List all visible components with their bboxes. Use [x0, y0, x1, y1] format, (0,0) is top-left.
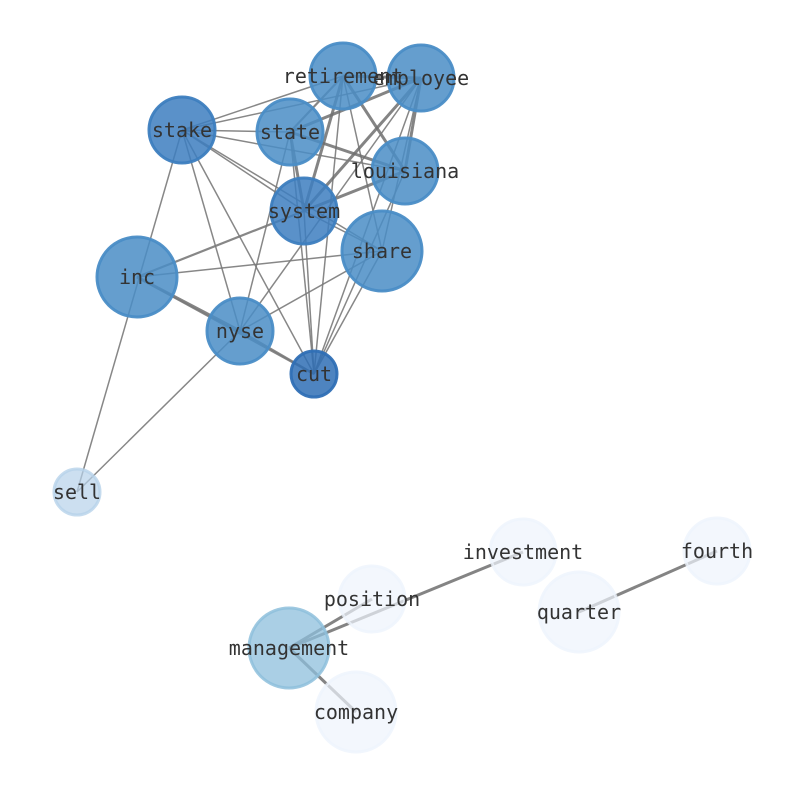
node-label-inc: inc — [119, 265, 155, 289]
node-nyse — [205, 296, 275, 366]
node-label-management: management — [229, 636, 349, 660]
node-label-system: system — [268, 199, 340, 223]
node-company — [314, 670, 398, 754]
node-label-fourth: fourth — [681, 539, 753, 563]
node-label-position: position — [324, 587, 420, 611]
node-investment — [488, 517, 558, 587]
node-fourth — [682, 516, 752, 586]
node-label-state: state — [260, 120, 320, 144]
node-label-cut: cut — [296, 362, 332, 386]
edge-state-cut — [289, 131, 315, 375]
edge-stake-nyse — [181, 129, 241, 332]
node-label-share: share — [352, 239, 412, 263]
nodes-layer — [52, 41, 752, 754]
node-employee — [386, 43, 456, 113]
node-retirement — [308, 41, 378, 111]
node-stake — [147, 95, 217, 165]
node-sell — [52, 467, 102, 517]
node-quarter — [537, 570, 621, 654]
node-cut — [289, 349, 339, 399]
node-label-employee: employee — [373, 66, 469, 90]
node-label-quarter: quarter — [537, 600, 621, 624]
edge-nyse-sell — [76, 330, 241, 493]
node-label-stake: stake — [152, 118, 212, 142]
node-label-investment: investment — [463, 540, 583, 564]
node-label-retirement: retirement — [283, 64, 403, 88]
node-position — [337, 564, 407, 634]
node-label-sell: sell — [53, 480, 101, 504]
node-louisiana — [370, 136, 440, 206]
node-label-nyse: nyse — [216, 319, 264, 343]
node-share — [340, 209, 424, 293]
node-system — [269, 176, 339, 246]
node-label-louisiana: louisiana — [351, 159, 459, 183]
node-state — [255, 97, 325, 167]
edge-stake-cut — [181, 129, 315, 375]
node-inc — [95, 235, 179, 319]
node-management — [247, 606, 331, 690]
node-label-company: company — [314, 700, 398, 724]
